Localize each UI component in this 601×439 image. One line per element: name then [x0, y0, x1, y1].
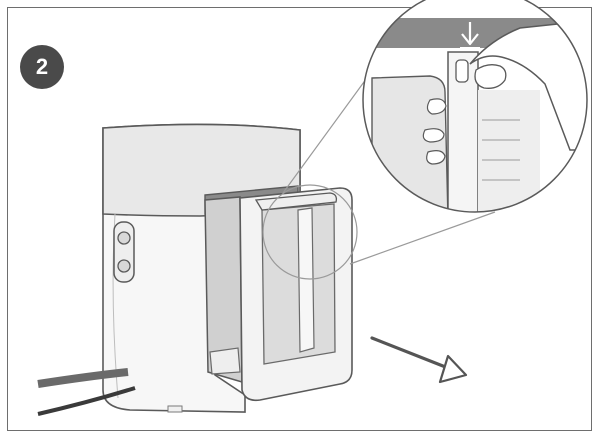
arrow-right-down-icon [370, 336, 468, 384]
power-cord [37, 368, 136, 416]
step-number-badge: 2 [20, 45, 64, 89]
arrow-down-icon [460, 22, 480, 49]
zoom-callout [262, 0, 588, 280]
side-buttons [113, 221, 135, 283]
filter-cartridge [204, 185, 353, 402]
